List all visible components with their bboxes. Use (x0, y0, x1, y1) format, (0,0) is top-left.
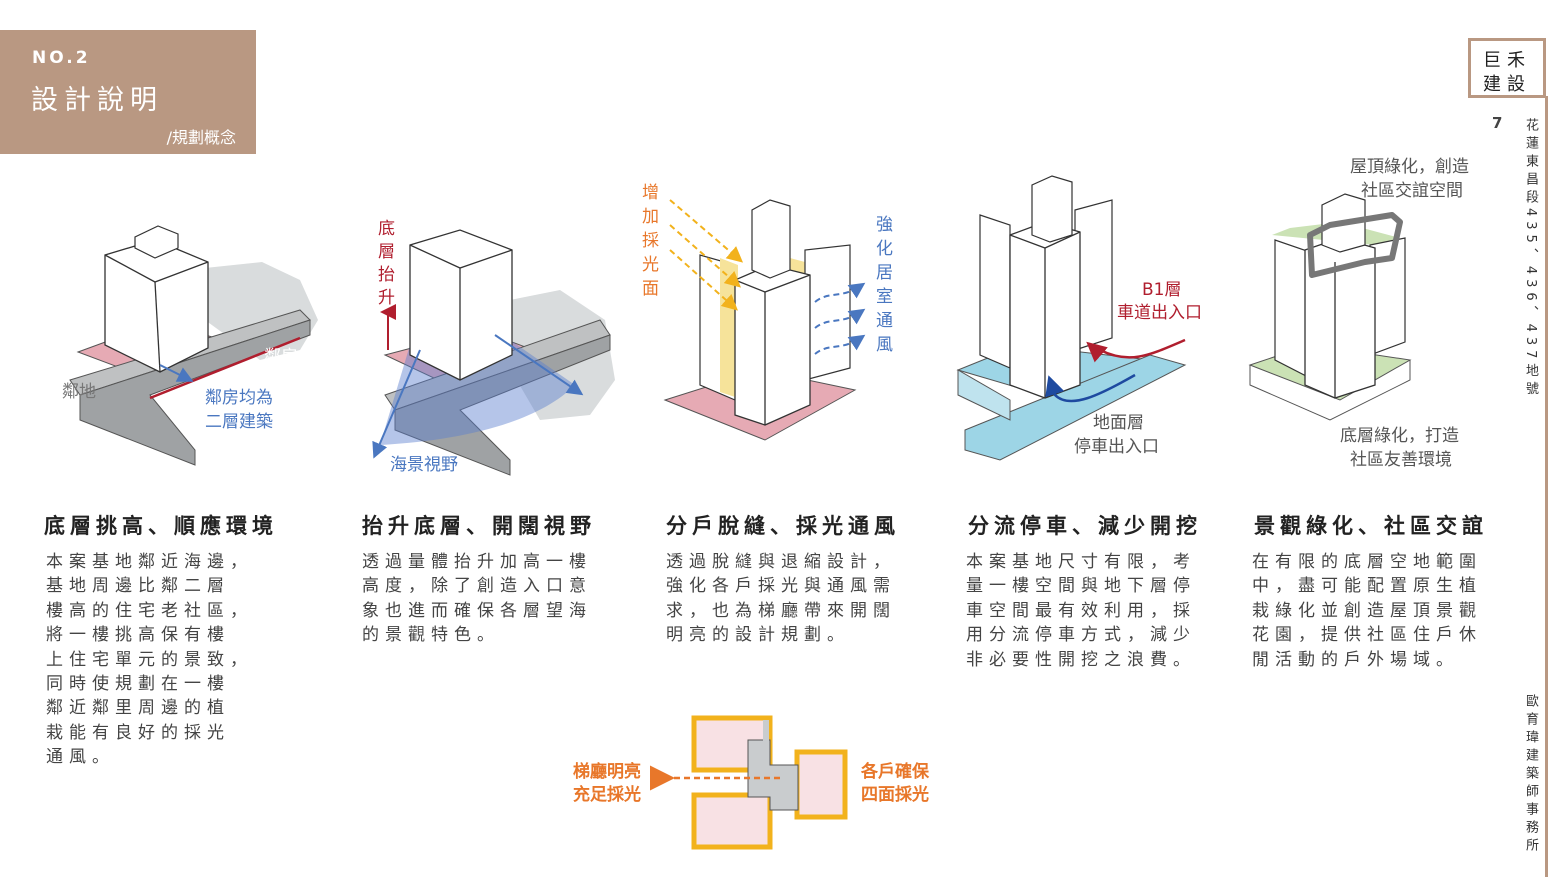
svg-text:光: 光 (642, 255, 659, 275)
diagram-raise-view: 底 層 抬 升 海景視野 (372, 219, 615, 476)
sea-view-cone (380, 340, 575, 445)
label-raise-1: 底 (378, 219, 395, 239)
diagram-unit-plan: 梯廳明亮 充足採光 各戶確保 四面採光 (573, 715, 930, 850)
svg-text:抬: 抬 (378, 265, 395, 285)
svg-text:通: 通 (876, 311, 893, 331)
brand-line2: 建設 (1483, 74, 1531, 95)
panel-body-1: 本案基地鄰近海邊，基地周邊比鄰二層樓高的住宅老社區， 將一樓挑高保有樓上住宅單元… (46, 552, 253, 768)
label-neighbor-house: 鄰房 (264, 347, 298, 367)
roof-box (134, 225, 179, 259)
section-title: 設計說明 (31, 85, 163, 116)
diagram-light-air: 增 加 採 光 面 強 化 居 室 通 風 (642, 183, 893, 441)
label-plan-right-2: 四面採光 (861, 784, 929, 805)
page-number: 7 (1492, 114, 1503, 132)
diagram-ground-lift: 鄰房 鄰地 鄰房均為 二層建築 (62, 225, 318, 466)
svg-text:加: 加 (642, 207, 659, 227)
svg-text:室: 室 (876, 287, 893, 307)
label-roof-1: 屋頂綠化，創造 (1350, 157, 1469, 177)
label-ground-1: 地面層 (1093, 413, 1144, 433)
svg-text:強: 強 (876, 215, 893, 235)
label-b1-1: B1層 (1142, 280, 1181, 300)
section-header: NO.2 設計說明 /規劃概念 (0, 30, 256, 154)
svg-text:增: 增 (642, 183, 659, 203)
label-note-2: 二層建築 (205, 412, 273, 432)
brand-line1: 巨禾 (1483, 50, 1531, 71)
label-roof-2: 社區交誼空間 (1361, 181, 1463, 201)
label-note-1: 鄰房均為 (205, 388, 273, 408)
label-green-1: 底層綠化，打造 (1340, 426, 1459, 446)
svg-text:升: 升 (378, 288, 395, 308)
diagram-parking: B1層 車道出入口 地面層 停車出入口 (956, 175, 1202, 461)
diagram-green: 屋頂綠化，創造 社區交誼空間 底層綠化，打造 社區友善環境 (1248, 157, 1469, 470)
label-plan-left-1: 梯廳明亮 (573, 761, 641, 782)
side-rule (1545, 96, 1548, 877)
svg-text:化: 化 (876, 239, 893, 259)
label-sea-view: 海景視野 (390, 455, 458, 475)
label-b1-2: 車道出入口 (1117, 303, 1202, 323)
label-ground-2: 停車出入口 (1074, 437, 1159, 457)
svg-text:採: 採 (642, 231, 659, 251)
site-address: 花蓮東昌段435、436、437地號 (1523, 118, 1538, 400)
panel-body-2: 透過量體抬升加高一樓高度，除了創造入口意象也進而確保各層望海的景觀特色。 (362, 552, 592, 646)
svg-text:面: 面 (642, 279, 659, 299)
panel-title-3: 分戶脫縫、採光通風 (666, 514, 900, 538)
panel-title-2: 抬升底層、開闊視野 (362, 514, 596, 538)
label-neighbor-land: 鄰地 (62, 382, 96, 402)
section-subtitle: /規劃概念 (166, 128, 236, 147)
panel-body-5: 在有限的底層空地範圍中，盡可能配置原生植栽綠化並創造屋頂景觀 花園，提供社區住戶… (1252, 552, 1482, 670)
svg-text:居: 居 (876, 263, 893, 283)
label-plan-left-2: 充足採光 (573, 784, 641, 805)
label-green-2: 社區友善環境 (1350, 450, 1452, 470)
panel-body-3: 透過脫縫與退縮設計，強化各戶採光與通風需求，也為梯廳帶來開闊明亮的設計規劃。 (666, 552, 896, 646)
roof-pergola (1307, 212, 1403, 278)
label-plan-right-1: 各戶確保 (860, 761, 930, 782)
panel-body-4: 本案基地尺寸有限，考量一樓空間與地下層停車空間最有效利用，採 用分流停車方式，減… (966, 552, 1196, 670)
architect-name: 歐育瑋建築師事務所 (1523, 694, 1538, 856)
svg-text:風: 風 (876, 335, 893, 355)
panel-title-4: 分流停車、減少開挖 (968, 514, 1202, 538)
section-number: NO.2 (32, 48, 91, 68)
brand-logo: 巨禾 建設 (1468, 38, 1546, 98)
panel-title-1: 底層挑高、順應環境 (44, 514, 278, 538)
panel-title-5: 景觀綠化、社區交誼 (1254, 514, 1488, 538)
svg-text:層: 層 (378, 242, 395, 262)
